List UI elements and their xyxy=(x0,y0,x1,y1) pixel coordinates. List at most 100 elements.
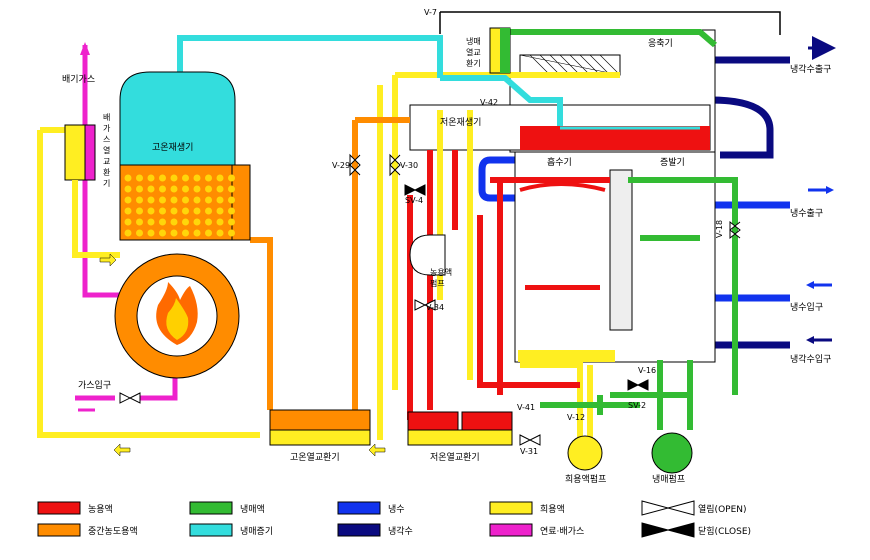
flow-arrows xyxy=(99,253,386,457)
firetube-dot xyxy=(193,207,201,215)
hx-exhaust-char: 열 xyxy=(103,146,110,155)
legend-valve-close-label: 닫힘(CLOSE) xyxy=(698,525,751,537)
valve-close-icon xyxy=(641,522,695,538)
high-temp-heat-exchanger xyxy=(269,409,371,446)
legend-label-ref-liquid: 냉매액 xyxy=(240,503,265,515)
valve-v34-label: V-34 xyxy=(426,303,444,312)
condenser-hx-label-1: 냉매 xyxy=(466,36,481,46)
hx-exhaust-char: 스 xyxy=(103,135,110,144)
legend-valve-open-label: 열림(OPEN) xyxy=(698,503,747,515)
firetube-dot xyxy=(170,207,178,215)
dilute-pump-label: 희용액펌프 xyxy=(565,473,606,485)
firetube-dot xyxy=(193,196,201,204)
refrigerant-liquid-pipes xyxy=(510,29,738,430)
firetube-dot xyxy=(147,174,155,182)
dilute-solution-pipes xyxy=(37,72,620,440)
legend-swatch-dilute xyxy=(489,501,533,515)
firetube-dot xyxy=(182,229,189,237)
firetube-dot xyxy=(205,218,212,226)
firetube-dot xyxy=(205,174,212,182)
high-hx-label: 고온열교환기 xyxy=(290,451,340,463)
firetube-dot xyxy=(228,185,235,193)
valve-v12-label: V-12 xyxy=(567,413,585,422)
firetube-dot xyxy=(136,196,143,204)
firetube-dot xyxy=(159,185,166,193)
absorber-spray-header xyxy=(519,182,606,290)
valve-sv2-label: SV-2 xyxy=(628,401,646,410)
exhaust-label: 배기가스 xyxy=(62,74,95,85)
firetube-dot xyxy=(170,174,178,182)
firetube-dot xyxy=(182,185,189,193)
firetube-dot xyxy=(205,207,212,215)
hx-exhaust-char: 기 xyxy=(103,179,110,188)
legend-swatch-ref-liquid xyxy=(189,501,233,515)
gas-inlet-label: 가스입구 xyxy=(78,379,111,391)
legend-label-dilute: 희용액 xyxy=(540,503,565,515)
refrigerant-hx xyxy=(489,27,511,74)
firetube-dot xyxy=(182,207,189,215)
firetube-dot xyxy=(205,229,212,237)
firetube-dot xyxy=(205,196,212,204)
low-hx-label: 저온열교환기 xyxy=(430,451,480,463)
hx-exhaust-char: 환 xyxy=(103,167,111,177)
valve-v16-label: V-16 xyxy=(638,366,656,375)
absorber-label: 흡수기 xyxy=(547,156,572,168)
firetube-dot xyxy=(170,218,178,226)
conc-pump-label-1: 농용액 xyxy=(430,267,452,277)
hx-exhaust-char: 가 xyxy=(103,124,111,133)
firetube-dot xyxy=(159,229,166,237)
firetube-dot xyxy=(124,218,132,226)
intermediate-solution-pipes xyxy=(250,117,410,410)
legend: 농용액 냉매액 냉수 희용액 중간농도용액 냉매증기 냉각수 연료·배가스 열림… xyxy=(37,500,751,538)
firetube-dot xyxy=(170,185,178,193)
refrigerant-vapor-pipes xyxy=(177,35,563,126)
concentrated-solution-pipes xyxy=(407,150,610,420)
firetube-dot xyxy=(182,218,189,226)
firetube-dot xyxy=(216,196,224,204)
legend-label-conc: 농용액 xyxy=(88,503,113,515)
valve-open-icon xyxy=(641,500,695,516)
valve-v30-label: V-30 xyxy=(400,161,418,170)
refrigerant-pump xyxy=(651,432,693,474)
high-gen-label: 고온재생기 xyxy=(152,142,193,153)
flame-icon xyxy=(156,282,198,345)
low-temp-heat-exchanger xyxy=(407,411,513,446)
firetube-dot xyxy=(136,174,143,182)
firetube-dot xyxy=(159,207,166,215)
firetube-dot xyxy=(216,174,224,182)
legend-swatch-conc xyxy=(37,501,81,515)
firetube-dots xyxy=(124,174,235,237)
firetube-dot xyxy=(124,174,132,182)
legend-label-ref-vapor: 냉매증기 xyxy=(240,526,273,537)
lower-shell xyxy=(514,151,716,363)
legend-swatch-intermediate xyxy=(37,523,81,537)
valve-v41-label: V-41 xyxy=(517,403,535,412)
absorber-bottom-pool xyxy=(518,350,615,362)
legend-label-chilled: 냉수 xyxy=(388,504,405,515)
firetube-dot xyxy=(170,229,178,237)
firetube-dot xyxy=(193,174,201,182)
firetube-dot xyxy=(124,229,132,237)
legend-swatch-ref-vapor xyxy=(189,523,233,537)
firetube-dot xyxy=(228,196,235,204)
firetube-dot xyxy=(147,196,155,204)
valve-labels: V-7 V-42 V-29 V-30 SV-4 V-34 V-41 V-12 V… xyxy=(332,8,724,456)
firetube-dot xyxy=(216,207,224,215)
legend-label-cooling: 냉각수 xyxy=(388,525,413,537)
legend-label-fuel: 연료·배가스 xyxy=(540,526,584,537)
firetube-dot xyxy=(159,174,166,182)
firetube-dot xyxy=(136,229,143,237)
legend-swatch-fuel xyxy=(489,523,533,537)
valve-v18-label: V-18 xyxy=(715,220,724,238)
firetube-dot xyxy=(147,207,155,215)
cw-out-label: 냉각수출구 xyxy=(790,63,831,75)
firetube-dot xyxy=(228,218,235,226)
valve-v7-label: V-7 xyxy=(424,8,437,17)
firetube-dot xyxy=(170,196,178,204)
firetube-dot xyxy=(182,174,189,182)
valve-v42-label: V-42 xyxy=(480,98,498,107)
valve-v31-label: V-31 xyxy=(520,447,538,456)
dilute-pump xyxy=(567,435,603,471)
firetube-dot xyxy=(228,207,235,215)
